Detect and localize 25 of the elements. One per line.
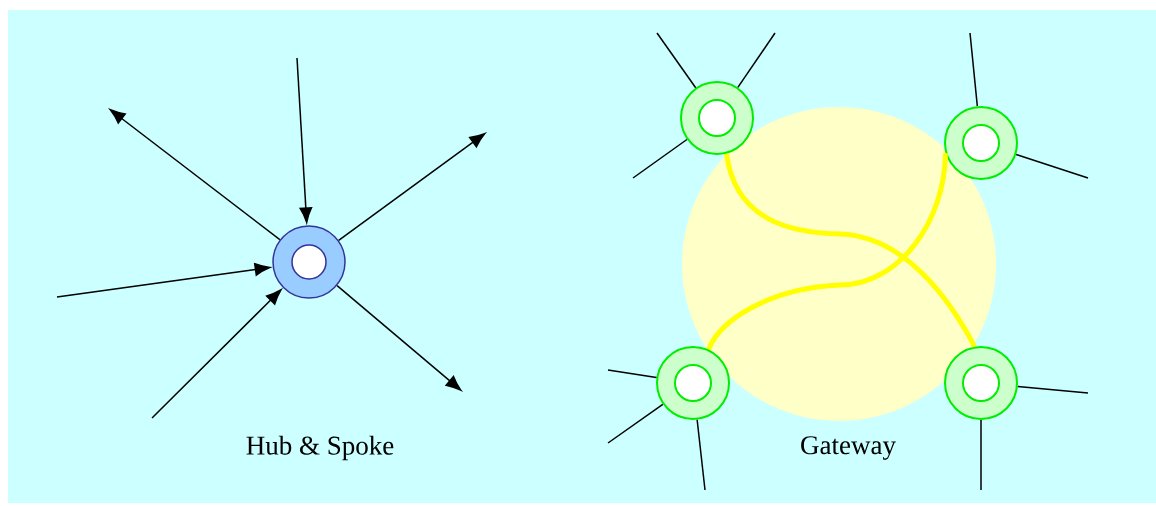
- connector: [737, 32, 776, 89]
- arrow: [151, 289, 282, 419]
- arrow: [56, 263, 271, 298]
- connector: [632, 138, 688, 179]
- gateway-ring: [656, 346, 730, 420]
- curved-link: [706, 153, 948, 351]
- curved-link: [724, 153, 977, 348]
- connector: [969, 32, 979, 107]
- arrow: [337, 133, 486, 242]
- connector: [696, 419, 706, 491]
- arrow: [109, 109, 281, 241]
- connector: [980, 419, 982, 491]
- diagram-caption: Gateway: [801, 436, 896, 460]
- arrow: [336, 284, 462, 391]
- gateway-ring: [944, 106, 1018, 180]
- connector: [607, 369, 658, 379]
- connector: [1017, 385, 1089, 394]
- connector: [607, 403, 664, 444]
- gateway-ring: [680, 81, 754, 155]
- hub-ring: [272, 225, 346, 299]
- connector: [656, 32, 697, 89]
- arrow: [296, 57, 313, 224]
- connector: [1015, 153, 1089, 179]
- gateway-ring: [944, 346, 1018, 420]
- diagram-caption: Hub & Spoke: [246, 435, 394, 461]
